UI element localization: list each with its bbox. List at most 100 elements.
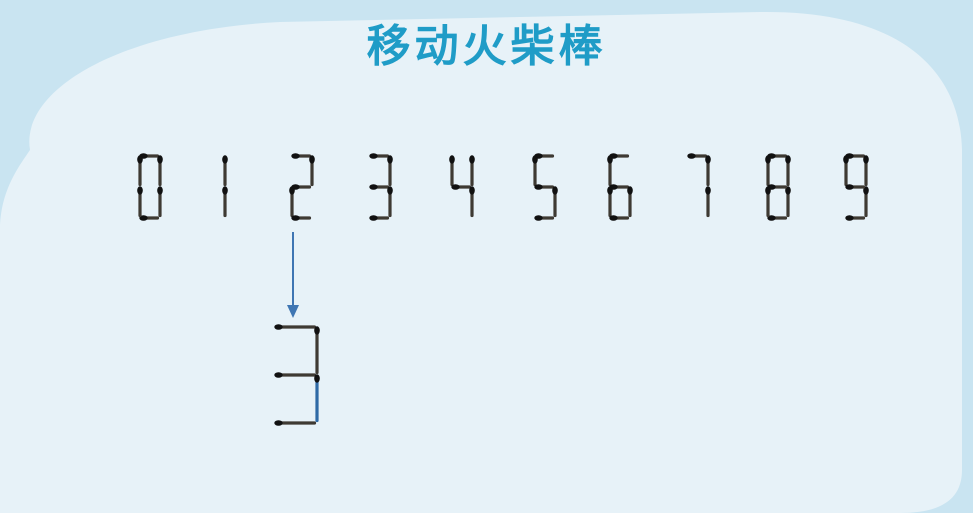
match-head [469,155,475,164]
match-head [765,155,771,164]
match-b [785,155,791,187]
digit-1 [222,155,228,218]
match-head [139,215,148,221]
down-arrow-head [287,305,299,318]
match-c [157,186,163,218]
match-d [139,215,160,221]
match-head [767,184,776,190]
match-c [785,186,791,218]
match-g [369,184,390,190]
match-head [785,186,791,195]
match-b [157,155,163,187]
digit-2 [289,153,315,221]
digit-4 [449,155,475,218]
match-c [469,186,475,218]
match-head [767,215,776,221]
match-head [552,186,558,195]
match-c [863,186,869,218]
match-head [705,186,711,195]
match-head [222,186,228,195]
match-head [274,324,283,330]
match-head [157,186,163,195]
digit-0 [137,153,163,221]
match-head [222,155,228,164]
match-head [314,326,320,335]
match-head [137,155,143,164]
match-f [532,155,538,187]
match-d [767,215,788,221]
match-c [552,186,558,218]
match-b [387,155,393,187]
match-head [289,186,295,195]
match-b [314,326,320,375]
page-title: 移动火柴棒 [366,21,607,72]
match-d [369,215,390,221]
match-head [845,184,854,190]
match-head [785,155,791,164]
match-head [137,186,143,195]
match-e [289,186,295,218]
match-head [449,155,455,164]
match-e [607,186,613,218]
match-head [469,186,475,195]
match-head [387,186,393,195]
match-head [157,155,163,164]
match-e [137,186,143,218]
match-head [607,186,613,195]
match-head [534,184,543,190]
match-head [387,155,393,164]
match-head [534,215,543,221]
match-d [274,420,317,426]
match-head [607,155,613,164]
digit-9 [843,153,869,221]
match-b [469,155,475,187]
match-c [222,186,228,218]
match-e [765,186,771,218]
match-g [767,184,788,190]
match-f [843,155,849,187]
match-head [369,153,378,159]
digit-5 [532,153,558,221]
match-head [369,215,378,221]
digit-3 [369,153,393,221]
digit-7 [687,153,711,218]
match-b [222,155,228,187]
match-head [291,215,300,221]
match-b [863,155,869,187]
match-a [291,153,312,159]
match-head [309,155,315,164]
match-head [451,184,460,190]
digit-8 [765,153,791,221]
match-c [627,186,633,218]
match-b [309,155,315,187]
match-head [369,184,378,190]
transform-illustration [274,232,320,426]
match-c [314,374,320,423]
match-g [534,184,555,190]
match-head [274,372,283,378]
match-d [609,215,630,221]
match-d [291,215,312,221]
match-head [314,374,320,383]
match-f [137,155,143,187]
match-g [451,184,472,190]
match-f [765,155,771,187]
match-head [532,155,538,164]
match-a [687,153,708,159]
match-head [863,186,869,195]
match-head [627,186,633,195]
match-head [845,215,854,221]
match-g [845,184,866,190]
match-c [705,186,711,218]
digits-row [137,153,869,221]
match-g [274,372,317,378]
match-head [863,155,869,164]
match-f [607,155,613,187]
match-b [705,155,711,187]
match-head [274,420,283,426]
match-c [387,186,393,218]
rounded-panel-shape [0,11,962,513]
match-a [369,153,390,159]
